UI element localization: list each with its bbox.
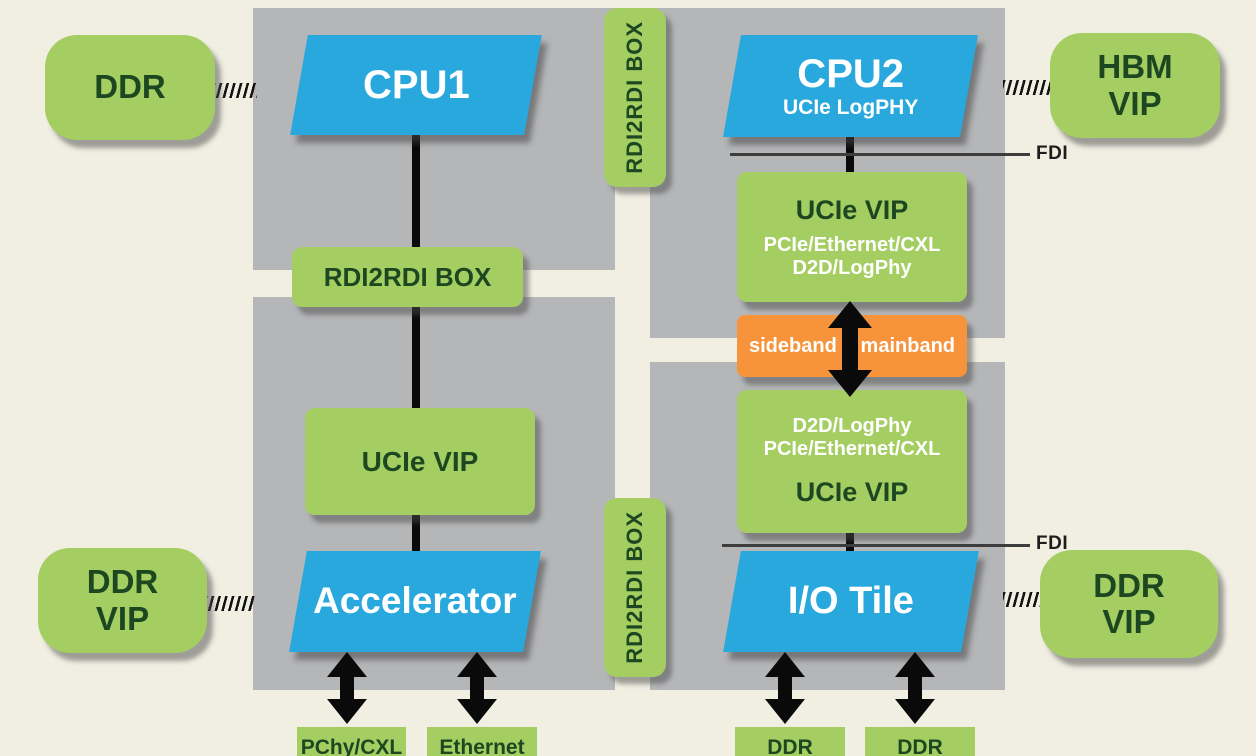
ddr-endpoint: DDR: [45, 35, 215, 140]
ucie-vip-top-box: UCIe VIP PCIe/Ethernet/CXL D2D/LogPhy: [737, 172, 967, 302]
ddr-bottom-box-2: DDR: [865, 727, 975, 756]
mainband-label: mainband: [860, 334, 955, 357]
ddr-vip-right-label-line2: VIP: [1102, 603, 1156, 640]
io-tile-block: I/O Tile: [723, 551, 979, 652]
ddr-bottom-label-1: DDR: [767, 736, 813, 756]
accelerator-pchy-arrow: [327, 652, 367, 724]
rdi2rdi-box-vertical-bottom: RDI2RDI BOX: [604, 498, 666, 677]
ucie-vip-top-d2d: D2D/LogPhy: [792, 256, 912, 279]
io-tile-ddr1-arrow: [765, 652, 805, 724]
cpu2-label: CPU2: [797, 51, 904, 96]
rdi2rdi-box-vertical-bottom-label: RDI2RDI BOX: [622, 511, 647, 664]
ddr-vip-right-label-line1: DDR: [1093, 566, 1165, 604]
ddr-vip-left-label-line2: VIP: [95, 599, 150, 637]
cpu1-label: CPU1: [362, 63, 470, 107]
cpu1-block: CPU1: [290, 35, 542, 135]
pchy-cxl-label: PChy/CXL: [300, 736, 403, 756]
ethernet-label: Ethernet: [439, 736, 525, 756]
ddr-vip-left-hatch-connector: [205, 596, 255, 611]
cpu2-subtitle: UCIe LogPHY: [782, 95, 919, 119]
io-tile-label: I/O Tile: [787, 579, 915, 622]
ucie-vip-bottom-box: D2D/LogPhy PCIe/Ethernet/CXL UCIe VIP: [737, 390, 967, 533]
fdi-top-line: [730, 153, 1030, 156]
ddr-bottom-box-1: DDR: [735, 727, 845, 756]
ddr-bottom-label-2: DDR: [897, 736, 943, 756]
hbm-bus-hatch-connector: [1003, 80, 1052, 95]
hbm-vip-label-line1: HBM: [1097, 48, 1173, 86]
rdi2rdi-box-vertical-top-label: RDI2RDI BOX: [622, 21, 647, 174]
accelerator-ethernet-arrow: [457, 652, 497, 724]
hbm-vip-label-line2: VIP: [1108, 84, 1162, 122]
accelerator-block: Accelerator: [289, 551, 541, 652]
fdi-bottom-line: [722, 544, 1030, 547]
ucievip-to-iotile-connector-line: [846, 524, 854, 558]
pchy-cxl-box: PChy/CXL: [297, 727, 406, 756]
fdi-bottom-label: FDI: [1036, 533, 1069, 554]
ddr-endpoint-label: DDR: [94, 68, 166, 106]
left-column-connector-line: [412, 130, 420, 558]
hbm-vip-endpoint: HBM VIP: [1050, 33, 1220, 138]
rdi2rdi-box-vertical-top: RDI2RDI BOX: [604, 8, 666, 187]
ucie-vip-left-label: UCIe VIP: [361, 445, 479, 477]
cpu2-block: CPU2 UCIe LogPHY: [723, 35, 978, 137]
ucie-vip-bottom-title: UCIe VIP: [795, 477, 909, 507]
sideband-label: sideband: [749, 334, 837, 357]
ucie-vip-bottom-d2d: D2D/LogPhy: [792, 415, 912, 437]
ucie-vip-bottom-protocols: PCIe/Ethernet/CXL: [763, 438, 941, 460]
ethernet-box: Ethernet: [427, 727, 537, 756]
ddr-vip-left-label-line1: DDR: [86, 563, 159, 601]
accelerator-label: Accelerator: [313, 580, 517, 622]
ucie-vip-top-title: UCIe VIP: [795, 194, 909, 225]
ddr-vip-right-endpoint: DDR VIP: [1040, 550, 1218, 658]
fdi-top-label: FDI: [1036, 143, 1069, 164]
sideband-mainband-arrow: [828, 301, 872, 397]
ucie-vip-top-protocols: PCIe/Ethernet/CXL: [763, 233, 941, 256]
io-tile-ddr2-arrow: [895, 652, 935, 724]
ddr-bus-hatch-connector: [213, 83, 257, 98]
ddr-vip-left-endpoint: DDR VIP: [38, 548, 207, 653]
ddr-vip-right-hatch-connector: [1003, 592, 1042, 607]
rdi2rdi-box-horizontal: RDI2RDI BOX: [292, 247, 523, 307]
rdi2rdi-box-horizontal-label: RDI2RDI BOX: [323, 261, 492, 292]
ucie-vip-left-box: UCIe VIP: [305, 408, 535, 515]
